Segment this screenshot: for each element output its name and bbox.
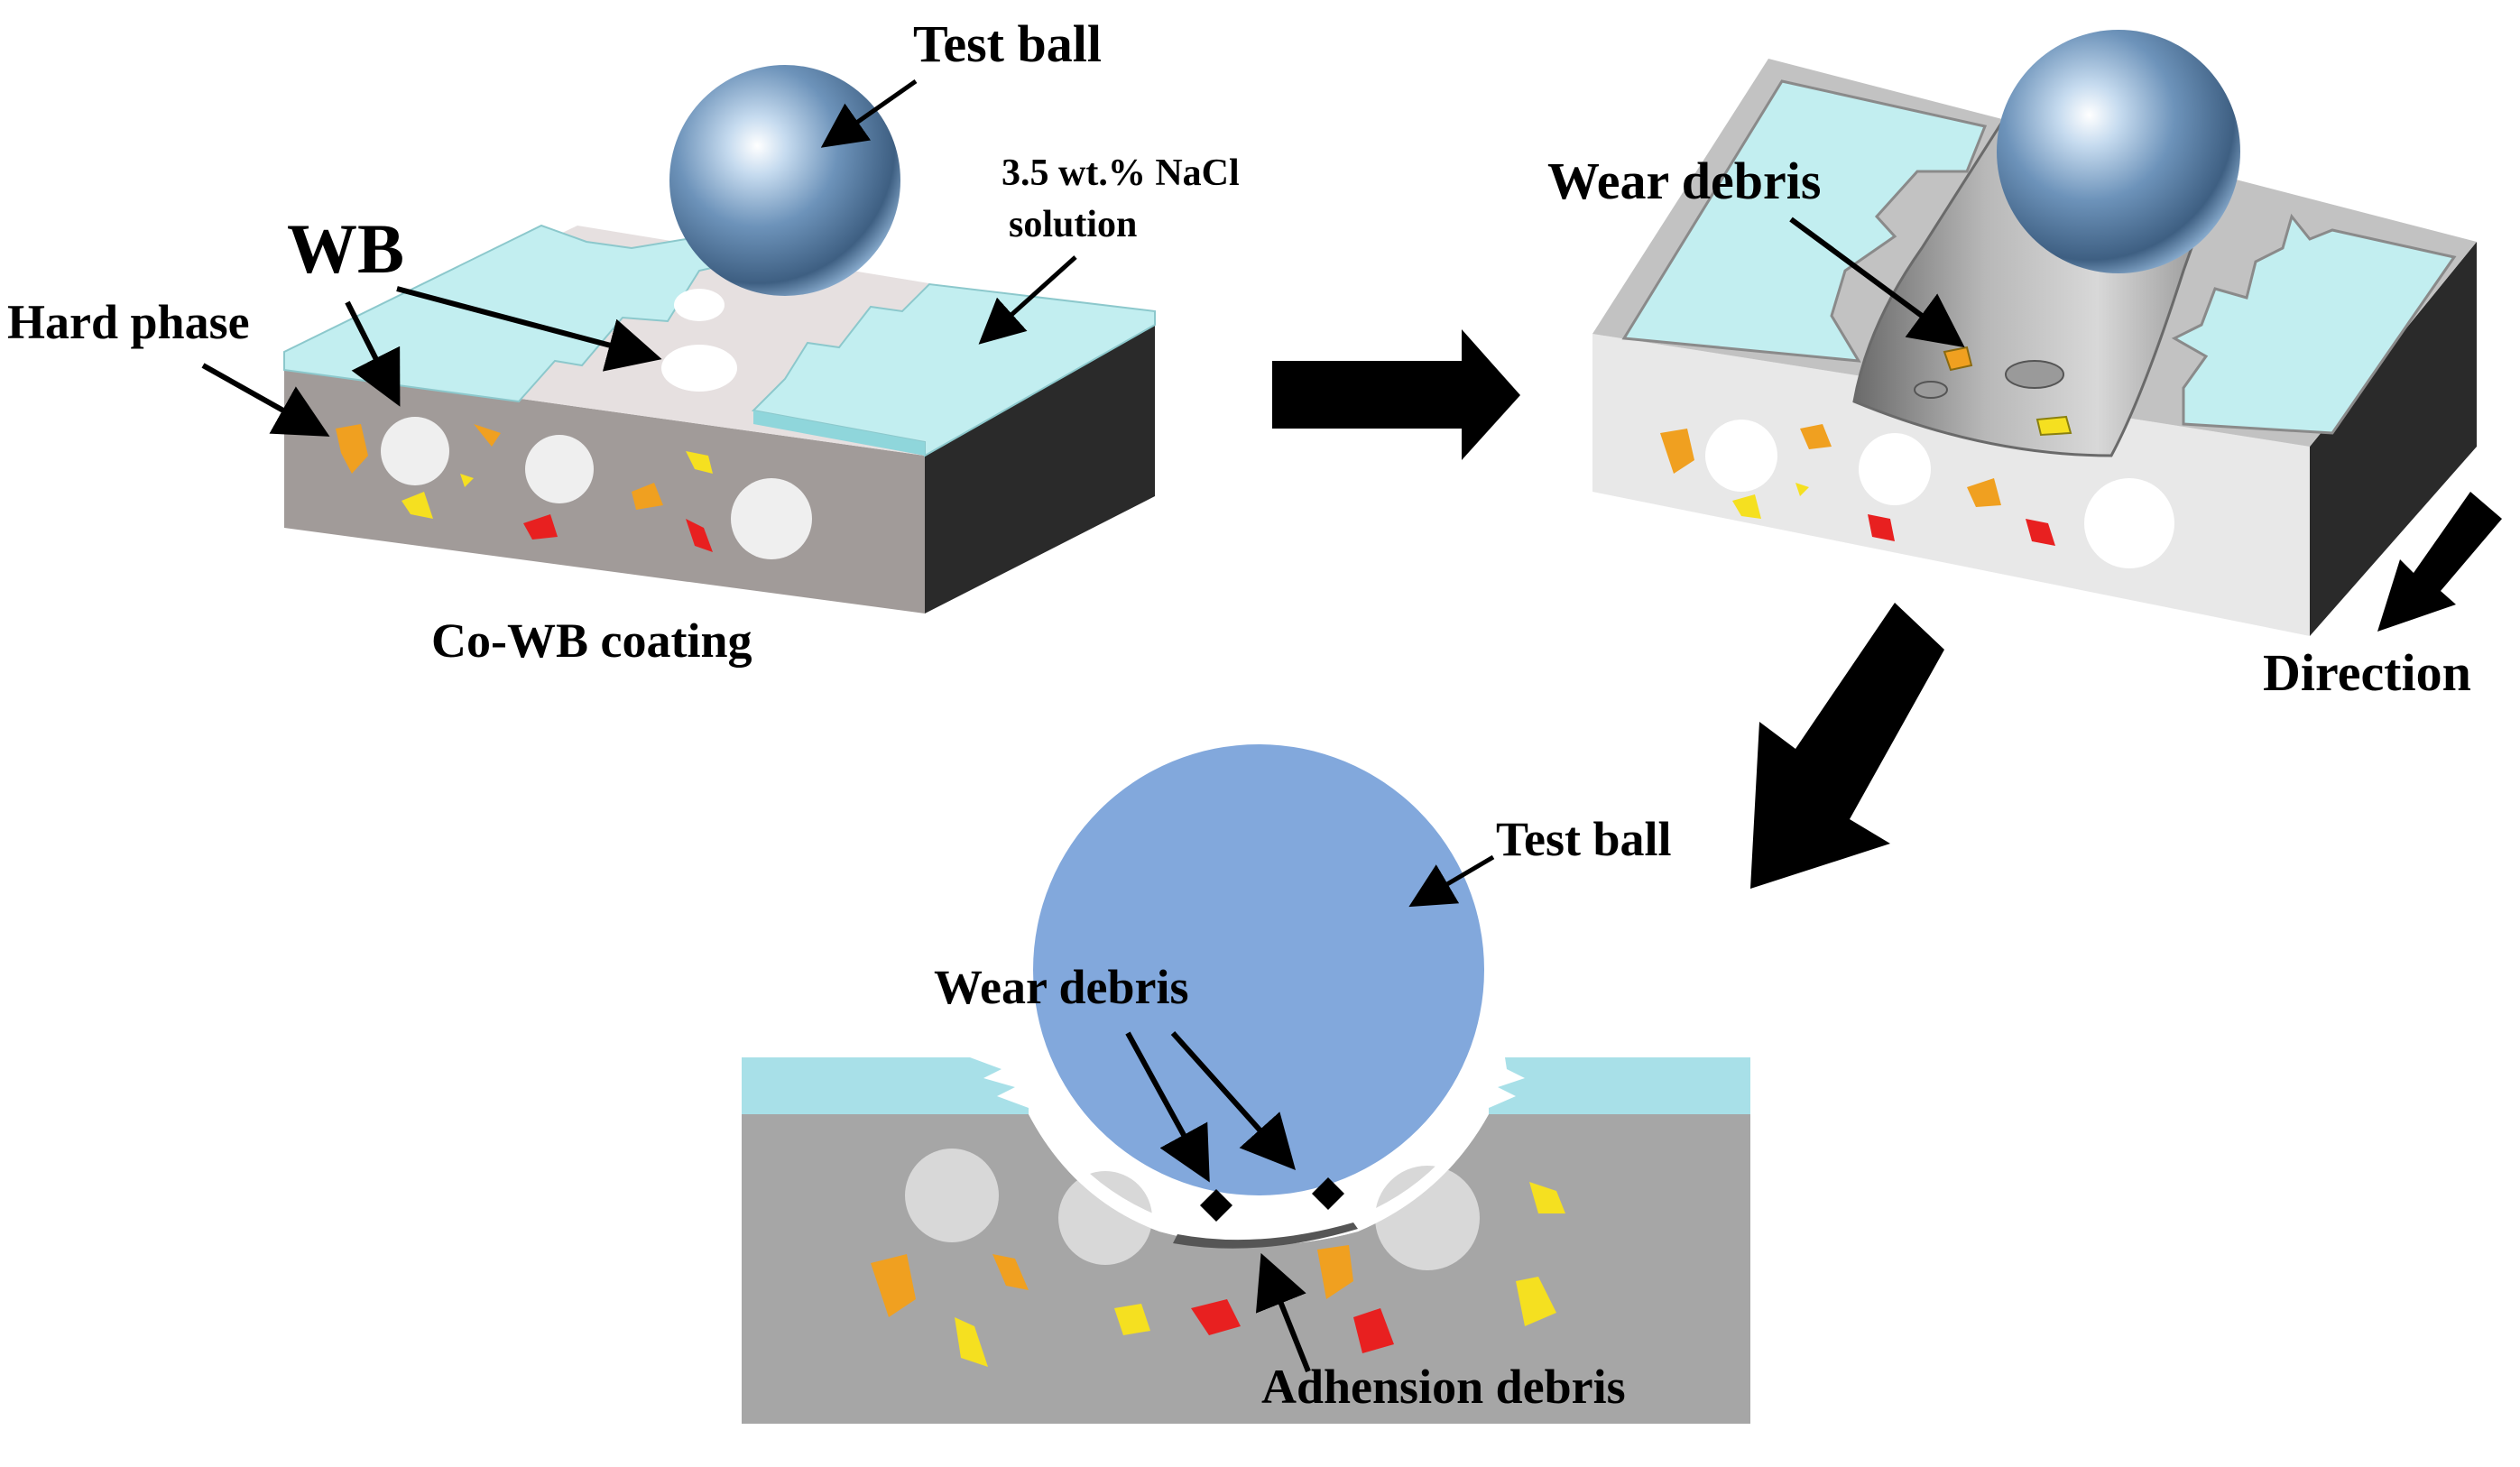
adhesion-debris-layer <box>1173 1222 1358 1249</box>
wb-particle <box>1859 433 1931 505</box>
wear-debris-arrow-2 <box>1170 1030 1297 1170</box>
wear-debris-label: Wear debris <box>1547 152 1821 210</box>
wear-debris-arrow <box>1789 217 1965 348</box>
hard-phase-particle <box>1353 1308 1394 1353</box>
test-ball-3d <box>669 65 900 296</box>
hard-phase-particle <box>686 519 713 552</box>
hard-phase-particle <box>1317 1245 1353 1299</box>
hard-phase-particle <box>1868 514 1895 541</box>
panel-2-annotations: Wear debris Direction <box>1547 152 2502 702</box>
wear-debris-pit <box>1914 381 1948 399</box>
hard-phase-particle <box>686 451 713 474</box>
hard-phase-particle <box>1516 1277 1556 1326</box>
panel-3-annotations: Test ball Wear debris Adhension debris <box>934 812 1672 1414</box>
wear-debris-particle <box>1943 346 1973 372</box>
hard-phase-particle <box>1191 1299 1241 1335</box>
solution-film-right <box>751 282 1156 457</box>
hard-phase-particle <box>632 483 663 510</box>
hard-phase-particle <box>1529 1182 1565 1213</box>
hard-phase-particle <box>1795 483 1809 496</box>
adhesion-debris-arrow <box>1255 1252 1311 1373</box>
hard-phase-particle <box>992 1254 1029 1290</box>
process-arrow-right <box>1272 329 1520 460</box>
panel-1-coating-block <box>283 65 1156 614</box>
coating-label: Co-WB coating <box>431 614 752 668</box>
hard-phase-particle <box>336 424 368 474</box>
coating-side-face <box>925 320 1155 614</box>
hard-phase-particle <box>1967 478 2001 507</box>
wear-debris-particle <box>1200 1189 1232 1222</box>
test-ball-arrow <box>820 78 918 148</box>
hard-phase-particle <box>871 1254 916 1317</box>
solution-film-right-edge <box>753 411 925 456</box>
process-arrow-diagonal <box>1750 603 1944 889</box>
wb-particle <box>731 478 812 559</box>
wb-particle <box>905 1149 999 1242</box>
solution-film-left <box>1621 79 1988 363</box>
hard-phase-arrow <box>201 363 330 437</box>
panel-3-cross-section <box>742 744 1750 1424</box>
wb-particle <box>2084 478 2174 568</box>
solution-layer-right <box>1489 1057 1750 1114</box>
test-ball-label: Test ball <box>913 14 1102 73</box>
solution-label-line2: solution <box>1009 204 1137 245</box>
direction-arrow <box>2377 492 2502 632</box>
solution-arrow <box>978 255 1077 345</box>
wb-arrow-side <box>345 300 401 407</box>
wear-debris-particle <box>1312 1177 1344 1210</box>
test-ball-3d <box>1997 30 2240 273</box>
direction-label: Direction <box>2263 643 2471 702</box>
wear-debris-arrow-1 <box>1125 1031 1210 1183</box>
test-ball-label: Test ball <box>1496 812 1672 866</box>
wb-particle <box>525 435 594 503</box>
hard-phase-particle <box>474 424 501 447</box>
groove-gap <box>1029 1114 1489 1245</box>
hard-phase-particle <box>1114 1304 1150 1335</box>
adhesion-debris-label: Adhension debris <box>1261 1360 1626 1414</box>
wb-particle-top <box>674 289 725 321</box>
solution-label-line1: 3.5 wt.% NaCl <box>1002 152 1240 194</box>
test-ball-section <box>1033 744 1484 1195</box>
test-ball-arrow <box>1408 854 1495 908</box>
wear-debris-pit <box>2005 360 2064 389</box>
solution-layer-left <box>742 1057 1029 1114</box>
wear-debris-particle <box>2035 415 2072 437</box>
hard-phase-particle <box>1800 424 1832 449</box>
wb-particle-top <box>661 345 737 392</box>
wb-arrow-top <box>396 286 662 372</box>
coating-side-face <box>2310 242 2477 636</box>
hard-phase-particle <box>402 492 433 519</box>
hard-phase-particle <box>955 1317 988 1367</box>
hard-phase-particle <box>2026 519 2055 546</box>
wb-particle <box>1375 1166 1480 1270</box>
hard-phase-particle <box>1732 494 1761 519</box>
panel-2-coating-block <box>1592 30 2477 636</box>
wb-label: WB <box>287 209 404 288</box>
hard-phase-particle <box>1660 429 1694 474</box>
wb-particle <box>1058 1171 1152 1265</box>
wear-debris-label: Wear debris <box>934 960 1189 1014</box>
hard-phase-label: Hard phase <box>7 295 250 349</box>
wb-particle <box>381 417 449 485</box>
hard-phase-particle <box>523 514 558 540</box>
wb-particle <box>1705 420 1777 492</box>
panel-1-annotations: Test ball 3.5 wt.% NaCl solution WB Hard… <box>7 14 1240 668</box>
solution-film-right <box>2171 213 2457 435</box>
hard-phase-particle <box>460 474 474 487</box>
